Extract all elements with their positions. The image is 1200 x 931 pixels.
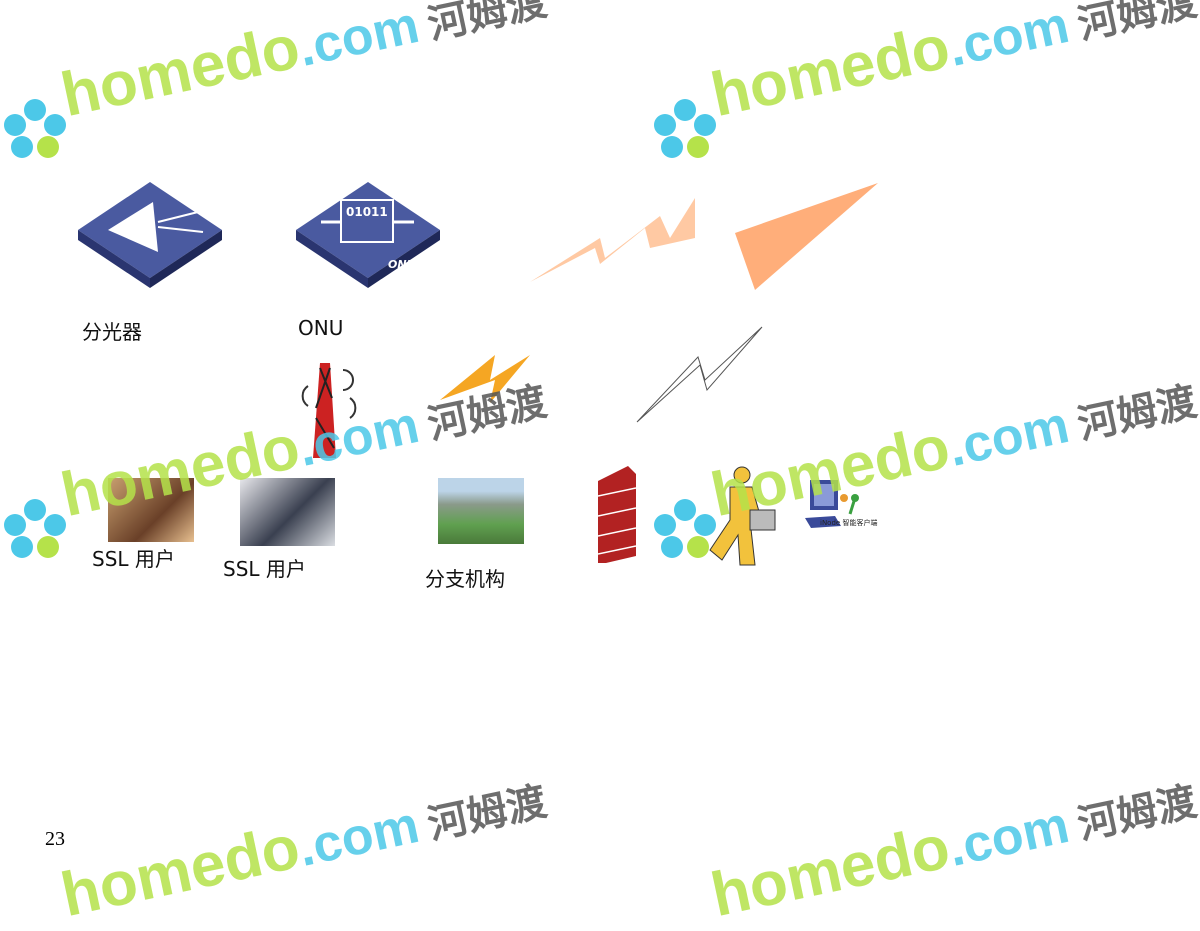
lightning-bolt-icon xyxy=(440,355,530,403)
inode-client-label: iNode 智能客户端 xyxy=(820,519,878,527)
mobile-worker-icon xyxy=(709,466,776,566)
firewall-icon xyxy=(598,466,637,563)
flower-logo-icon xyxy=(0,495,70,565)
lightning-bolt-icon xyxy=(636,326,763,423)
svg-text:01011: 01011 xyxy=(346,205,388,219)
watermark: homedo.com河姆渡 xyxy=(705,779,1200,931)
watermark: homedo.com河姆渡 xyxy=(705,379,1200,531)
computer-icon xyxy=(805,480,841,528)
flower-logo-icon xyxy=(0,95,70,165)
flower-logo-icon xyxy=(650,495,720,565)
radio-tower-icon xyxy=(301,363,357,458)
svg-text:ONU: ONU xyxy=(388,258,416,271)
watermark: homedo.com河姆渡 xyxy=(55,779,551,931)
page-number: 23 xyxy=(45,828,65,850)
ssl-user-photo-1 xyxy=(108,478,194,542)
branch-office-image xyxy=(438,478,524,544)
lightning-bolt-icon xyxy=(530,198,695,282)
branch-label: 分支机构 xyxy=(425,567,505,591)
splitter-device-icon xyxy=(78,182,222,288)
onu-device-icon: 01011 ONU xyxy=(296,182,440,288)
ssl-user-photo-2 xyxy=(240,478,335,546)
splitter-label: 分光器 xyxy=(82,320,142,344)
onu-label: ONU xyxy=(298,316,344,340)
watermark: homedo.com河姆渡 xyxy=(705,0,1200,131)
ssl-user-label-2: SSL 用户 xyxy=(223,557,306,581)
signal-wedge-icon xyxy=(735,183,878,290)
watermark: homedo.com河姆渡 xyxy=(55,0,551,131)
network-node-icon xyxy=(840,494,859,515)
flower-logo-icon xyxy=(650,95,720,165)
ssl-user-label-1: SSL 用户 xyxy=(92,547,175,571)
